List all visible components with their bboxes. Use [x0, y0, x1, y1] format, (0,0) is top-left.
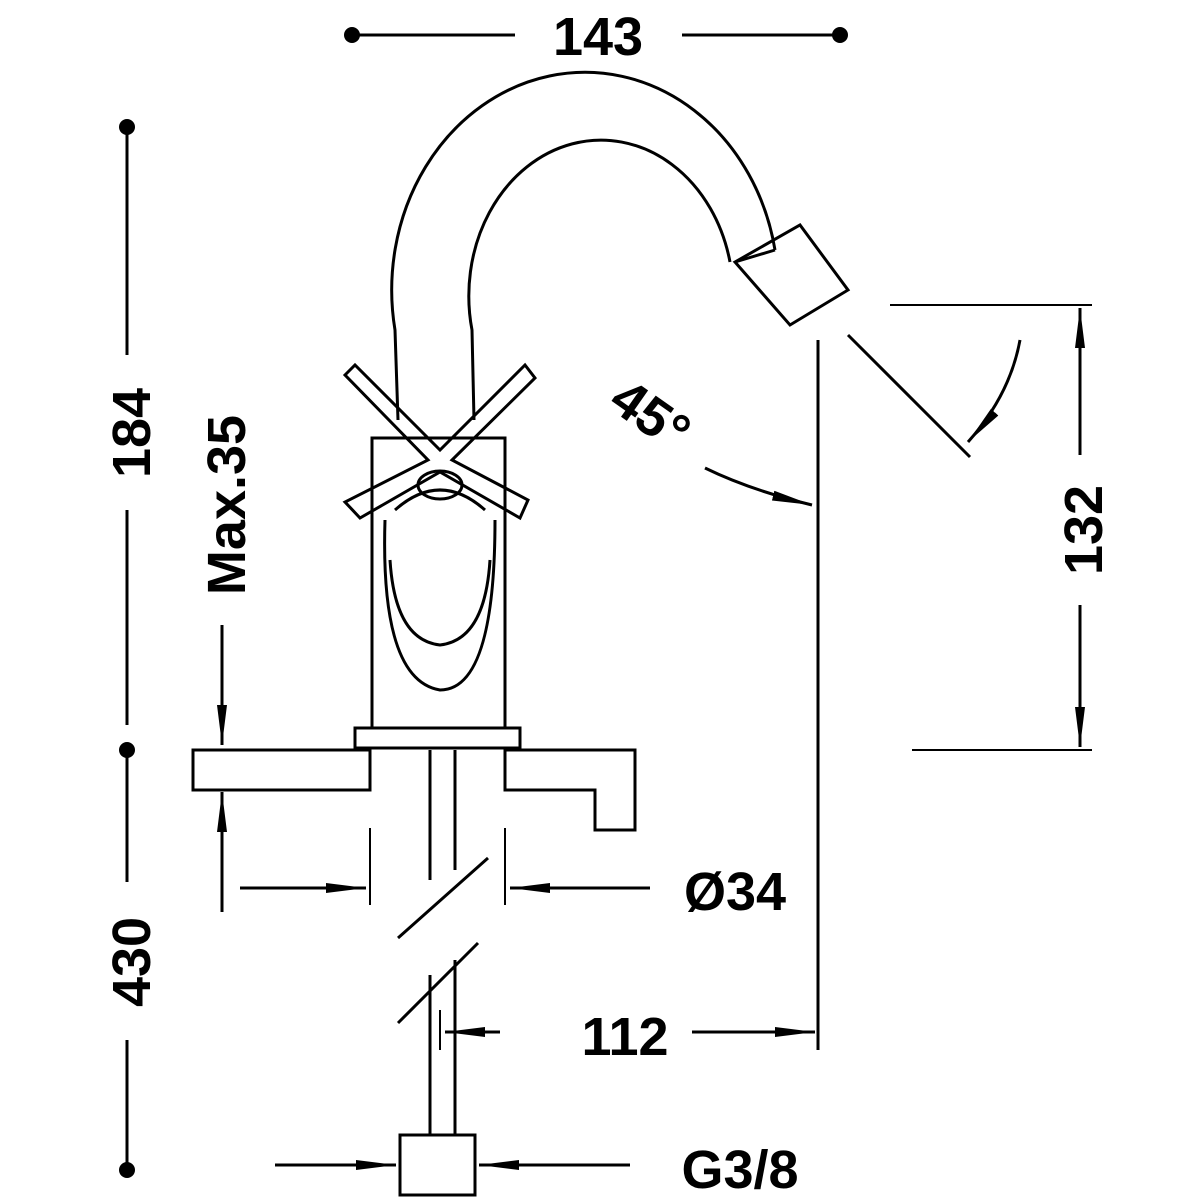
countertop-section	[191, 748, 637, 832]
dimension-angle: 45°	[600, 333, 1022, 507]
supply-hose	[396, 750, 489, 1197]
spout-height-label: 132	[1054, 485, 1114, 575]
faucet-body	[353, 70, 851, 750]
spout-reach-label: 112	[581, 1007, 668, 1067]
angle-label: 45°	[600, 367, 701, 463]
dimension-hole-diameter: Ø34	[240, 828, 786, 922]
dimension-spout-reach: 112	[439, 340, 820, 1067]
dimension-left: 184 430	[102, 119, 162, 1178]
total-height-label: 184	[102, 388, 162, 478]
dimension-spout-height: 132	[890, 304, 1114, 751]
width-label: 143	[553, 7, 643, 67]
max-thickness-label: Max.35	[197, 415, 257, 595]
hole-diameter-label: Ø34	[684, 862, 786, 922]
thread-label: G3/8	[681, 1140, 798, 1200]
cross-handle	[342, 362, 537, 521]
dimension-thread: G3/8	[275, 1140, 799, 1200]
dimension-max-thickness: Max.35	[197, 415, 257, 912]
hose-length-label: 430	[102, 917, 162, 1007]
dimension-width: 143	[344, 7, 848, 67]
thread-connector	[398, 1133, 477, 1197]
